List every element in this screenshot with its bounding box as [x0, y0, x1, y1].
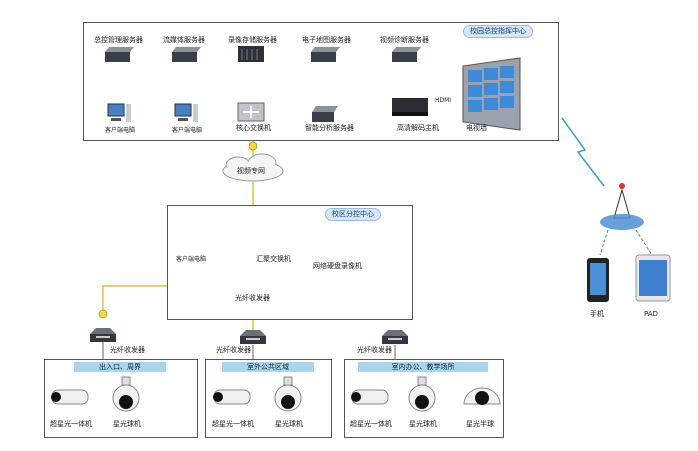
- wireless-link: [561, 117, 605, 187]
- camera-label: 星光球机: [409, 420, 437, 428]
- decoder-label: 高清解码主机: [397, 124, 439, 132]
- bullet-camera-icon: [213, 389, 251, 405]
- zone-transceiver-label: 光纤收发器: [216, 346, 251, 354]
- core-switch-label: 核心交换机: [236, 124, 271, 132]
- branch-center-box: [167, 205, 413, 320]
- server-label: 电子地图服务器: [302, 36, 351, 44]
- client-pc-label: 客户端电脑: [176, 256, 207, 263]
- storage-server-icon: [238, 46, 264, 62]
- zone-title: 室外公共区域: [222, 362, 314, 372]
- dome-camera-icon: [112, 376, 140, 412]
- cloud-icon: [222, 153, 284, 182]
- nvr-label: 网络硬盘录像机: [313, 262, 362, 270]
- server-label: 视频诊断服务器: [380, 36, 429, 44]
- zone-title: 出入口、周界: [74, 362, 166, 372]
- decoder-icon: [392, 98, 428, 116]
- dome-camera-icon: [274, 376, 302, 412]
- branch-transceiver-label: 光纤收发器: [235, 294, 270, 302]
- camera-label: 星光半球: [466, 420, 494, 428]
- camera-label: 星光球机: [275, 420, 303, 428]
- server-label: 流媒体服务器: [163, 36, 205, 44]
- antenna-tower-icon: [600, 183, 644, 230]
- video-wall-icon: [462, 57, 521, 131]
- analysis-server-label: 智能分析服务器: [305, 124, 354, 132]
- pad-label: PAD: [644, 310, 658, 318]
- client-pc-label: 客户端电脑: [105, 127, 136, 134]
- phone-icon: [587, 258, 609, 302]
- zone-title: 室内办公、教学场所: [358, 362, 488, 372]
- computer-icon: [174, 103, 198, 122]
- camera-label: 超星光一体机: [212, 420, 254, 428]
- transceiver-icon: [382, 330, 408, 344]
- zone-transceiver-label: 光纤收发器: [110, 346, 145, 354]
- dome-camera-icon: [408, 376, 436, 412]
- bullet-camera-icon: [351, 389, 389, 405]
- hq-title: 校园总控指挥中心: [463, 25, 533, 38]
- zone-transceiver-label: 光纤收发器: [357, 346, 392, 354]
- server-icon: [172, 47, 201, 62]
- agg-switch-label: 汇聚交换机: [256, 255, 291, 263]
- analysis-server-icon: [312, 106, 338, 122]
- transceiver-icon: [90, 328, 116, 342]
- server-label: 总控管理服务器: [94, 36, 143, 44]
- server-icon: [392, 47, 421, 62]
- video-wall-label: 电视墙: [466, 124, 487, 132]
- camera-label: 超星光一体机: [50, 420, 92, 428]
- server-icon: [105, 47, 134, 62]
- transceiver-icon: [240, 330, 266, 344]
- branch-title: 校区分控中心: [325, 208, 381, 221]
- camera-label: 超星光一体机: [350, 420, 392, 428]
- cloud-label: 视频专网: [237, 167, 265, 175]
- camera-label: 星光球机: [113, 420, 141, 428]
- server-icon: [311, 47, 340, 62]
- mini-dome-camera-icon: [463, 387, 501, 405]
- server-label: 录像存储服务器: [228, 36, 277, 44]
- client-pc-label: 客户端电脑: [172, 127, 203, 134]
- hdmi-label: HDMI: [435, 97, 452, 104]
- bullet-camera-icon: [51, 389, 89, 405]
- core-switch-icon: [237, 102, 265, 122]
- tablet-icon: [635, 254, 671, 302]
- phone-label: 手机: [590, 310, 604, 318]
- computer-icon: [107, 103, 131, 122]
